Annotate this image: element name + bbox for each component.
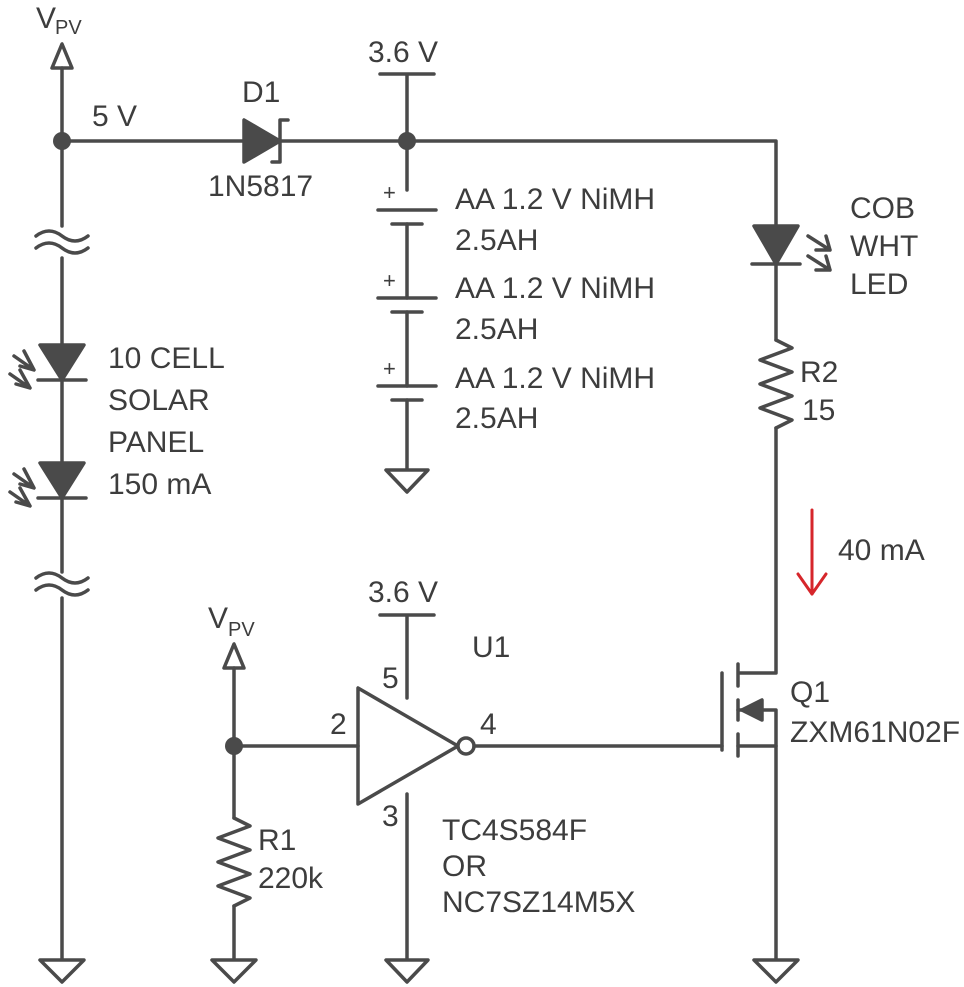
vpv-top-subscript: PV bbox=[55, 17, 82, 39]
current-label: 40 mA bbox=[838, 534, 925, 567]
battery-2-plus: + bbox=[383, 268, 396, 293]
battery-2-label-line1: AA 1.2 V NiMH bbox=[455, 272, 655, 305]
solar-label-line3: PANEL bbox=[108, 426, 204, 459]
vpv-top-terminal: V PV bbox=[36, 2, 82, 70]
wire-break-lower bbox=[34, 571, 90, 597]
ground-solar bbox=[38, 958, 86, 984]
vpv-mid-subscript: PV bbox=[228, 619, 255, 641]
ground-r1 bbox=[210, 958, 258, 984]
supply-u1-label: 3.6 V bbox=[368, 576, 438, 609]
d1-part-label: 1N5817 bbox=[208, 170, 313, 203]
led-label-line1: COB bbox=[850, 192, 915, 225]
vpv-mid-label: V bbox=[208, 602, 228, 635]
inverter-bubble bbox=[456, 736, 476, 756]
solar-cell-diode-2 bbox=[8, 461, 88, 508]
pin5-label: 5 bbox=[382, 662, 399, 695]
inverter-u1 bbox=[356, 686, 460, 806]
resistor-r1 bbox=[216, 816, 252, 908]
q1-part-label: ZXM61N02F bbox=[790, 716, 960, 749]
battery-1-label-line1: AA 1.2 V NiMH bbox=[455, 183, 655, 216]
battery-1-plus: + bbox=[383, 180, 396, 205]
battery-cell-2: + bbox=[376, 268, 438, 314]
r2-ref-label: R2 bbox=[800, 356, 838, 389]
battery-3-label-line2: 2.5AH bbox=[455, 402, 538, 435]
cob-white-led bbox=[750, 224, 832, 272]
r1-value-label: 220k bbox=[258, 862, 324, 895]
mosfet-q1 bbox=[720, 662, 778, 758]
node-5v-label: 5 V bbox=[92, 100, 137, 133]
battery-3-plus: + bbox=[383, 356, 396, 381]
solar-label-line2: SOLAR bbox=[108, 384, 210, 417]
u1-part-line3: NC7SZ14M5X bbox=[442, 886, 635, 919]
wire-break-upper bbox=[34, 229, 90, 255]
battery-2-label-line2: 2.5AH bbox=[455, 313, 538, 346]
battery-1-label-line2: 2.5AH bbox=[455, 224, 538, 257]
q1-ref-label: Q1 bbox=[790, 676, 830, 709]
pin4-label: 4 bbox=[480, 708, 497, 741]
u1-part-line2: OR bbox=[442, 850, 487, 883]
vpv-mid-terminal: V PV bbox=[208, 602, 255, 670]
battery-3-label-line1: AA 1.2 V NiMH bbox=[455, 362, 655, 395]
u1-part-line1: TC4S584F bbox=[442, 814, 587, 847]
led-label-line2: WHT bbox=[850, 230, 918, 263]
supply-u1-bar bbox=[378, 613, 436, 700]
ground-u1 bbox=[384, 958, 430, 984]
pin2-label: 2 bbox=[330, 708, 347, 741]
d1-ref-label: D1 bbox=[242, 76, 280, 109]
solar-label-line1: 10 CELL bbox=[108, 342, 225, 375]
supply-top-bar bbox=[378, 72, 436, 143]
solar-cell-diode-1 bbox=[8, 343, 88, 390]
ground-battery bbox=[384, 468, 430, 494]
led-label-line3: LED bbox=[850, 268, 908, 301]
supply-top-label: 3.6 V bbox=[368, 36, 438, 69]
current-arrow-icon bbox=[796, 508, 828, 596]
vpv-top-label: V bbox=[36, 2, 56, 35]
r2-value-label: 15 bbox=[802, 394, 835, 427]
rail-wire-to-led bbox=[278, 139, 778, 228]
resistor-r2 bbox=[758, 338, 794, 430]
u1-ref-label: U1 bbox=[472, 631, 510, 664]
solar-label-line4: 150 mA bbox=[108, 468, 211, 501]
r2-to-drain-wire bbox=[738, 426, 778, 675]
ground-q1 bbox=[752, 958, 800, 984]
pin3-label: 3 bbox=[382, 800, 399, 833]
r1-ref-label: R1 bbox=[258, 824, 296, 857]
